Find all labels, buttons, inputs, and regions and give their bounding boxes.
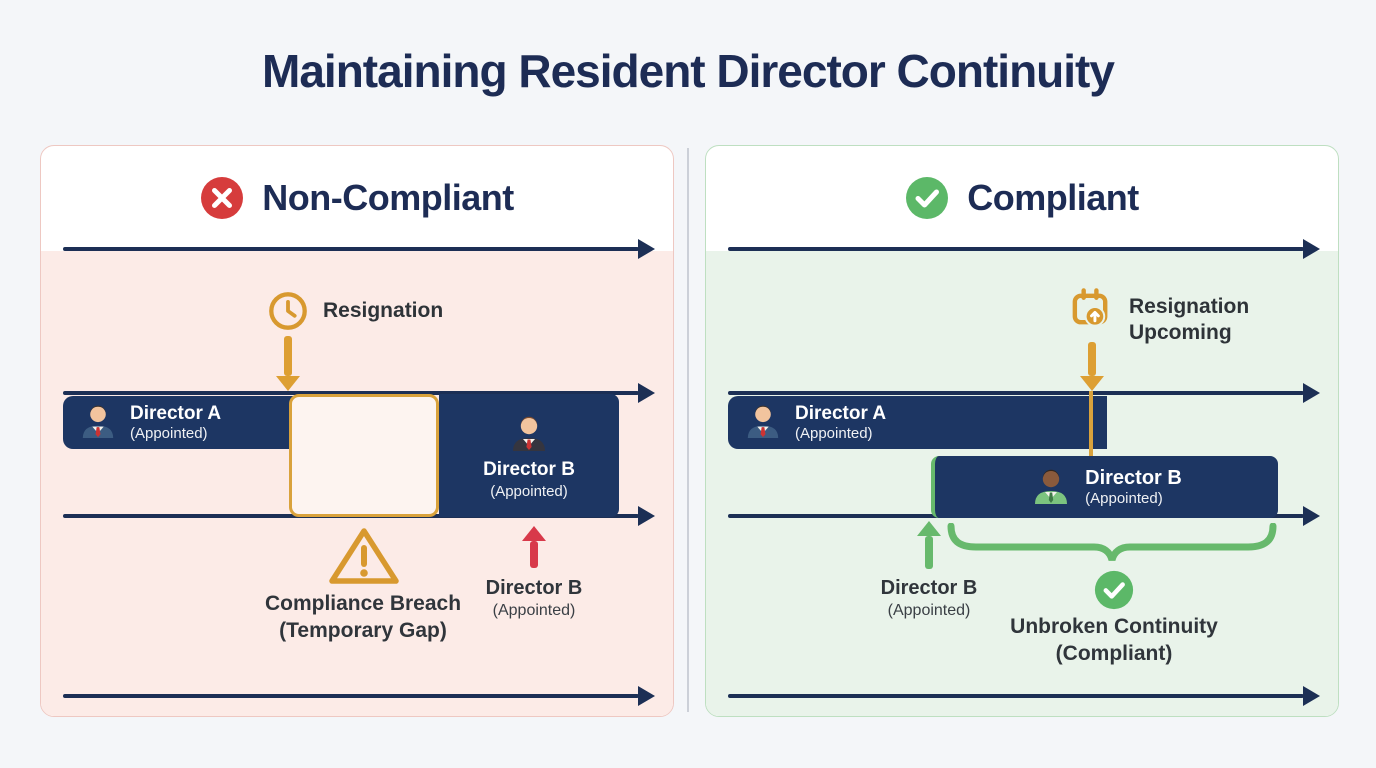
resignation-point-line [1089, 391, 1093, 457]
director-b-avatar-icon [509, 412, 549, 457]
director-a-status: (Appointed) [130, 424, 208, 442]
director-b-avatar-icon [1031, 465, 1071, 510]
continuity-brace [946, 522, 1278, 570]
breach-line2: (Temporary Gap) [279, 619, 447, 642]
timeline-arrow [728, 694, 1304, 698]
vacancy-gap-box [289, 394, 439, 517]
resignation-upcoming-label: Resignation Upcoming [1129, 295, 1250, 344]
director-b-appointment-note: Director B (Appointed) [849, 576, 1009, 622]
timeline-arrow [63, 391, 639, 395]
resignation-event: Resignation [267, 290, 443, 337]
compliant-title: Compliant [967, 177, 1139, 218]
check-circle-icon [905, 176, 949, 220]
director-a-bar: Director A (Appointed) [63, 396, 307, 449]
resignation-down-arrow [284, 336, 292, 376]
director-b-bar: Director B (Appointed) [439, 394, 619, 517]
director-a-avatar-icon [744, 401, 782, 444]
compliance-breach-callout: Compliance Breach (Temporary Gap) [203, 590, 523, 644]
warning-triangle-icon [327, 524, 401, 593]
director-b-name: Director B [1085, 466, 1182, 489]
resignation-upcoming-event: Resignation Upcoming [1068, 286, 1249, 346]
note-director-b-name: Director B [880, 577, 978, 599]
director-a-avatar-icon [79, 401, 117, 444]
note-director-b-status: (Appointed) [887, 602, 971, 619]
check-circle-icon [1094, 570, 1134, 615]
non-compliant-title: Non-Compliant [262, 177, 514, 218]
director-b-status: (Appointed) [490, 482, 568, 500]
resignation-label: Resignation [323, 299, 444, 322]
director-b-name: Director B [483, 458, 575, 480]
timeline-arrow [728, 247, 1304, 251]
director-b-status: (Appointed) [1085, 489, 1163, 507]
non-compliant-header: Non-Compliant [41, 168, 673, 228]
note-director-b-name: Director B [485, 577, 583, 599]
director-b-appointed-arrow [925, 536, 933, 569]
resignation-down-arrow [1088, 342, 1096, 376]
page-title: Maintaining Resident Director Continuity [262, 45, 1115, 97]
director-b-appointment-note: Director B (Appointed) [454, 576, 614, 622]
director-b-bar: Director B (Appointed) [931, 456, 1278, 518]
timeline-arrow [728, 391, 1304, 395]
note-director-b-status: (Appointed) [492, 602, 576, 619]
director-a-status: (Appointed) [795, 424, 873, 442]
calendar-upcoming-icon [1068, 286, 1115, 338]
director-a-name: Director A [795, 402, 887, 424]
panel-non-compliant: Non-Compliant Resignation Director A ( [40, 145, 674, 717]
timeline-arrow [63, 694, 639, 698]
director-a-bar: Director A (Appointed) [728, 396, 1107, 449]
continuity-line1: Unbroken Continuity [1010, 615, 1218, 638]
timeline-arrow [63, 247, 639, 251]
clock-icon [267, 290, 309, 337]
unbroken-continuity-callout: Unbroken Continuity (Compliant) [954, 613, 1274, 667]
panel-compliant: Compliant Resignation Upcoming [705, 145, 1339, 717]
x-circle-icon [200, 176, 244, 220]
continuity-line2: (Compliant) [1055, 642, 1173, 665]
director-b-appointed-arrow [530, 541, 538, 568]
panel-divider [687, 148, 689, 712]
director-a-name: Director A [130, 402, 222, 424]
compliant-header: Compliant [706, 168, 1338, 228]
breach-line1: Compliance Breach [264, 592, 462, 615]
